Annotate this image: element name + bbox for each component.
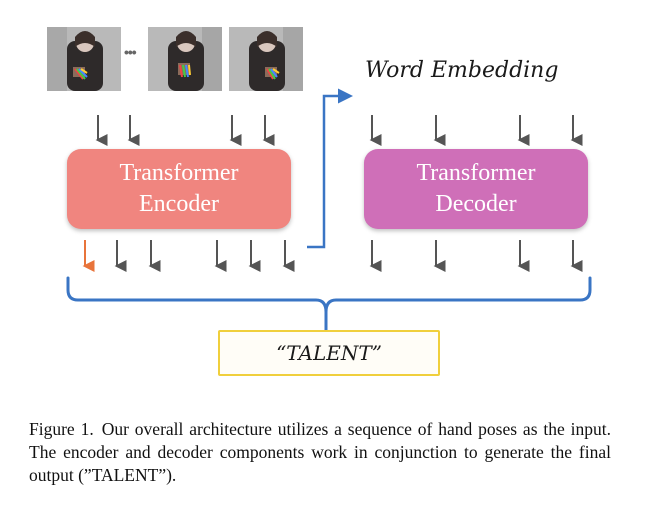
signer-photo bbox=[229, 27, 303, 91]
encoder-output-arrows bbox=[82, 240, 295, 272]
transformer-decoder-block: Transformer Decoder bbox=[364, 149, 588, 229]
figure-caption: Figure 1.Our overall architecture utiliz… bbox=[29, 418, 611, 487]
signer-photo bbox=[148, 27, 222, 91]
encoder-to-decoder-connector bbox=[307, 88, 353, 249]
signer-photo bbox=[47, 27, 121, 91]
word-embedding-title: Word Embedding bbox=[365, 58, 559, 83]
decoder-label: Transformer Decoder bbox=[416, 160, 536, 217]
input-frame-2 bbox=[148, 27, 222, 91]
input-frame-1 bbox=[47, 27, 121, 91]
grouping-brace bbox=[66, 276, 592, 314]
caption-label: Figure 1. bbox=[29, 419, 94, 439]
input-frame-3 bbox=[229, 27, 303, 91]
frame-ellipsis: ••• bbox=[124, 44, 137, 60]
transformer-encoder-block: Transformer Encoder bbox=[67, 149, 291, 229]
final-output-text: “TALENT” bbox=[276, 341, 382, 365]
decoder-output-arrows bbox=[369, 240, 583, 272]
caption-text: Our overall architecture utilizes a sequ… bbox=[29, 419, 611, 485]
final-output-box: “TALENT” bbox=[218, 330, 440, 376]
decoder-input-arrows bbox=[369, 115, 583, 146]
encoder-input-arrows bbox=[95, 115, 275, 146]
encoder-label: Transformer Encoder bbox=[119, 160, 239, 217]
